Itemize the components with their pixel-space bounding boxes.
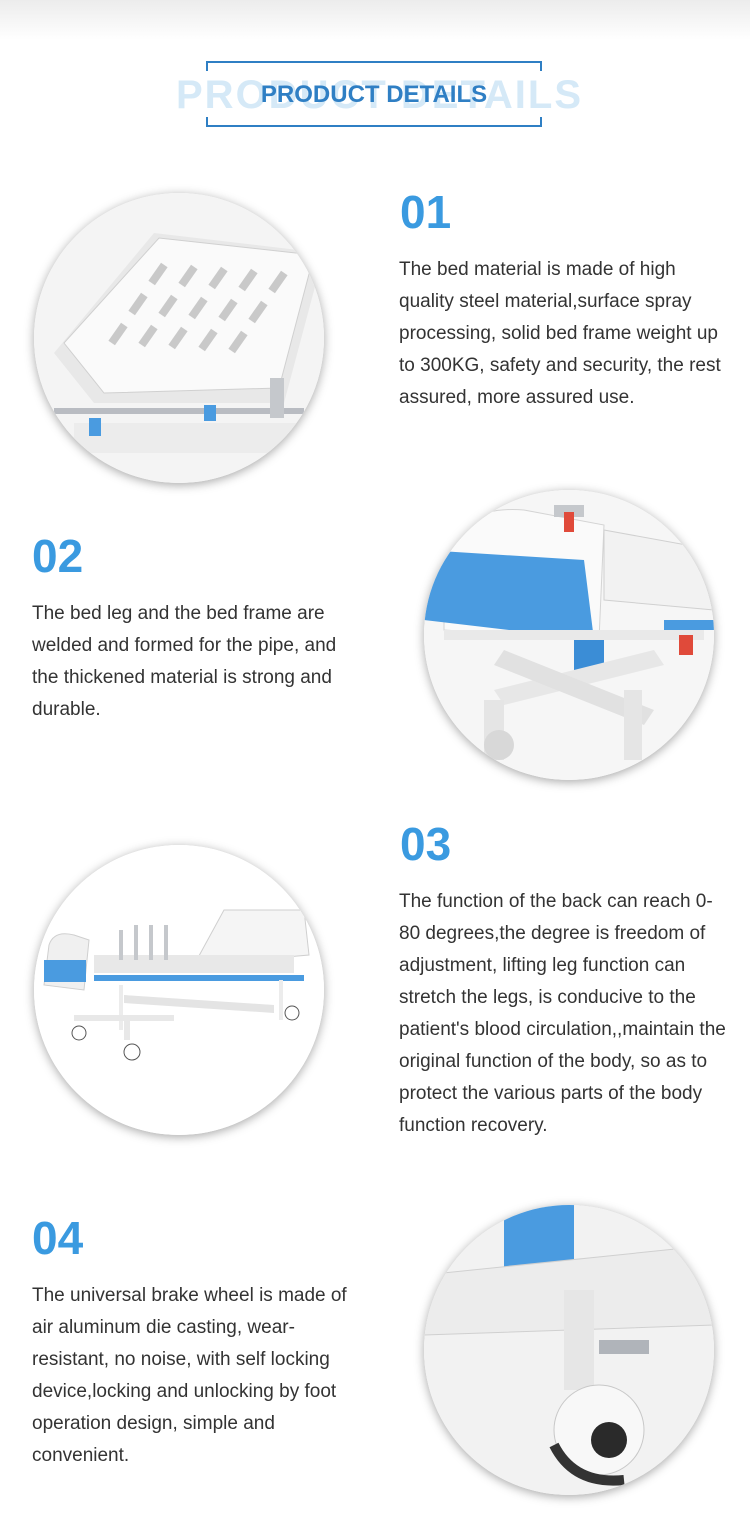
detail-1-image: [34, 193, 324, 483]
header-frame-tick: [206, 61, 208, 71]
section-header: PRODUCT DETAILS PRODUCT DETAILS: [176, 61, 581, 127]
detail-4-number: 04: [32, 1212, 84, 1264]
header-ghost-title: PRODUCT DETAILS: [176, 73, 584, 117]
page-title: PRODUCT DETAILS: [260, 81, 488, 108]
detail-1-number: 01: [400, 186, 452, 238]
detail-4-image: [424, 1205, 714, 1495]
brake-wheel-photo: [424, 1205, 714, 1495]
header-frame-tick: [540, 117, 542, 127]
detail-2-text: The bed leg and the bed frame are welded…: [32, 603, 337, 720]
header-frame-bottom: [206, 125, 542, 127]
detail-3-image: [34, 845, 324, 1135]
detail-1-text: The bed material is made of high quality…: [399, 259, 721, 408]
header-frame-tick: [540, 61, 542, 71]
header-frame-top: [206, 61, 542, 63]
detail-3-number: 03: [400, 818, 452, 870]
perforated-bed-panel-photo: [34, 193, 324, 483]
detail-2-number: 02: [32, 530, 84, 582]
detail-4-text: The universal brake wheel is made of air…: [32, 1285, 347, 1466]
full-hospital-bed-photo: [34, 845, 324, 1135]
bed-frame-headboard-photo: [424, 490, 714, 780]
top-shadow: [0, 0, 750, 40]
detail-3-text: The function of the back can reach 0-80 …: [399, 891, 726, 1136]
header-frame-tick: [206, 117, 208, 127]
detail-2-image: [424, 490, 714, 780]
